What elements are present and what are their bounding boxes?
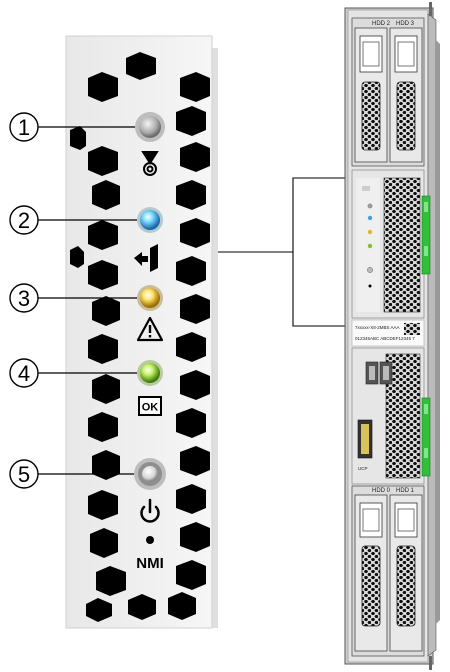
callout-3: 3 xyxy=(9,283,137,313)
hdd-slot[interactable] xyxy=(389,27,423,163)
hdd-3-label: HDD 3 xyxy=(396,21,415,27)
callout-2: 2 xyxy=(9,205,137,235)
fault-warning-icon xyxy=(136,316,164,342)
nmi-label: NMI xyxy=(136,555,164,572)
serial-line-2: 012345ABC ABCDEF12345 7 xyxy=(355,336,415,341)
callout-number: 1 xyxy=(18,115,30,140)
callout-5: 5 xyxy=(9,459,134,489)
hdd-slot[interactable] xyxy=(354,494,388,652)
service-action-led xyxy=(137,207,163,233)
hdd-slot[interactable] xyxy=(354,27,388,163)
ucp-port[interactable] xyxy=(357,419,373,459)
ok-icon: OK xyxy=(138,396,162,416)
serial-line-1: 7xxxxx-X8-2MBS AAA xyxy=(355,325,400,330)
hdd-bay-top: HDD 2 HDD 3 xyxy=(351,17,425,167)
enlarged-front-panel: OK NMI xyxy=(65,35,218,629)
power-icon xyxy=(140,498,160,523)
honeycomb-vent xyxy=(70,52,210,622)
zoom-bracket xyxy=(218,177,352,327)
ok-label: OK xyxy=(142,402,159,414)
hdd-0-label: HDD 0 xyxy=(372,488,391,494)
hdd-1-label: HDD 1 xyxy=(396,488,415,494)
usb-port[interactable] xyxy=(379,361,393,385)
ucp-label: UCP xyxy=(358,466,368,471)
fault-led xyxy=(137,285,163,311)
blade-midsection xyxy=(351,169,431,319)
power-button[interactable] xyxy=(134,458,166,490)
callout-number: 3 xyxy=(18,286,30,311)
ok-led xyxy=(137,360,163,386)
callout-number: 4 xyxy=(18,361,30,386)
callout-number: 2 xyxy=(18,208,30,233)
hdd-slot[interactable] xyxy=(389,494,423,652)
server-blade: HDD 2 HDD 3 xyxy=(344,2,440,670)
callout-1: 1 xyxy=(9,112,135,142)
hdd-bay-bottom: HDD 0 HDD 1 xyxy=(351,485,425,657)
hdd-2-label: HDD 2 xyxy=(372,21,391,27)
callout-4: 4 xyxy=(9,358,137,388)
callout-number: 5 xyxy=(18,462,30,487)
nmi-pinhole-icon[interactable] xyxy=(146,536,154,544)
io-section: UCP xyxy=(351,347,431,485)
locate-led xyxy=(135,112,165,142)
service-action-icon xyxy=(134,244,158,272)
usb-port[interactable] xyxy=(365,361,379,385)
callouts: 1 2 3 4 5 xyxy=(9,112,137,489)
locate-icon xyxy=(141,151,159,176)
serial-label: 7xxxxx-X8-2MBS AAA 012345ABC ABCDEF12345… xyxy=(351,319,425,347)
